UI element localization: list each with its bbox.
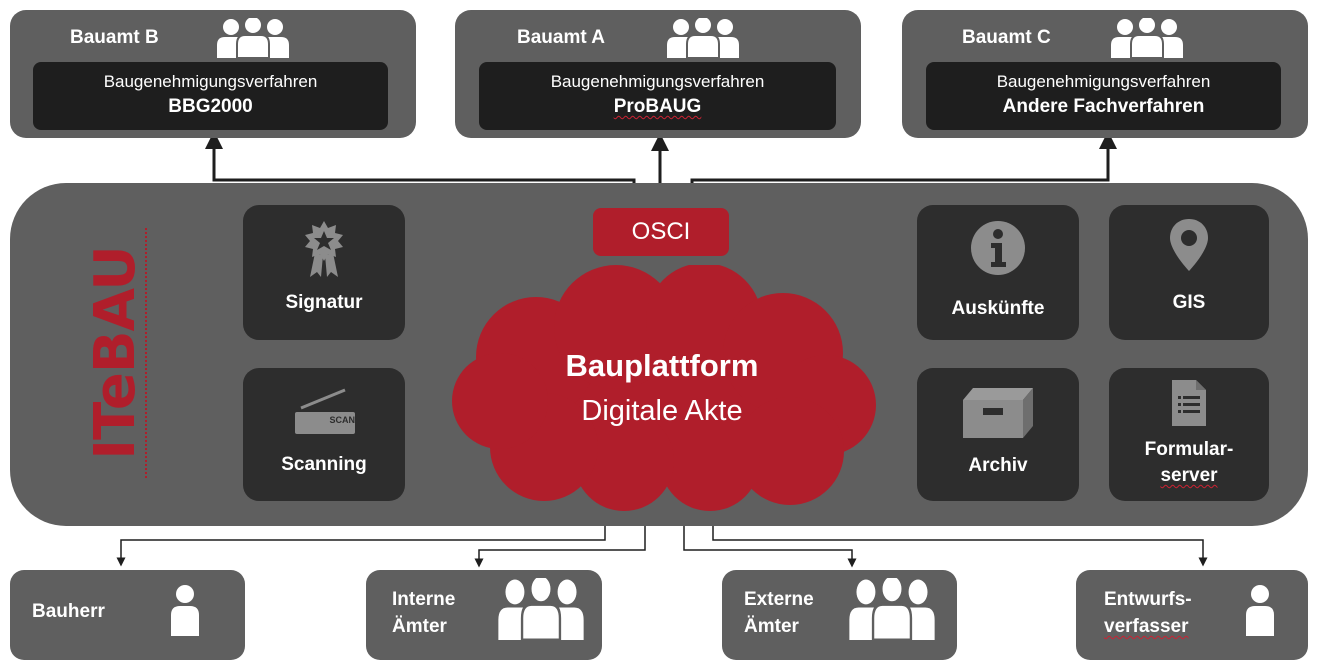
actor-interne-aemter: Interne Ämter <box>366 570 602 660</box>
actor-bauherr: Bauherr <box>10 570 245 660</box>
service-label: GIS <box>1172 292 1206 313</box>
actor-label-line1: Entwurfs- <box>1104 589 1192 610</box>
brand-logo: ITeBAU <box>83 226 148 480</box>
cloud-title: Bauplattform <box>565 348 759 383</box>
office-box-a: Bauamt A Baugenehmigungsverfahren ProBAU… <box>455 10 861 138</box>
document-icon <box>1172 380 1206 426</box>
service-gis[interactable]: GIS <box>1109 205 1269 340</box>
office-name: Bauamt B <box>70 27 159 48</box>
procedure-system: ProBAUG <box>613 96 702 117</box>
service-signatur[interactable]: Signatur <box>243 205 405 340</box>
procedure-label: Baugenehmigungsverfahren <box>550 72 765 91</box>
service-label-line1: Formular- <box>1144 439 1234 460</box>
service-label-line2: server <box>1160 465 1218 486</box>
service-label: Auskünfte <box>951 298 1045 319</box>
people-group-icon <box>496 578 586 640</box>
office-name: Bauamt A <box>517 27 605 48</box>
procedure-system: BBG2000 <box>168 96 253 117</box>
procedure-label: Baugenehmigungsverfahren <box>996 72 1211 91</box>
info-icon <box>971 221 1025 275</box>
award-icon <box>305 221 343 277</box>
person-icon <box>1244 584 1276 636</box>
osci-badge: OSCI <box>593 208 729 256</box>
procedure-panel: Baugenehmigungsverfahren Andere Fachverf… <box>926 62 1281 130</box>
cloud-subtitle: Digitale Akte <box>581 395 743 427</box>
service-scanning[interactable]: SCAN Scanning <box>243 368 405 501</box>
actor-label: Bauherr <box>32 601 105 622</box>
people-group-icon <box>1109 18 1185 58</box>
actor-label-line1: Externe <box>744 589 814 610</box>
archive-box-icon <box>963 388 1033 438</box>
people-group-icon <box>847 578 937 640</box>
service-auskuenfte[interactable]: Auskünfte <box>917 205 1079 340</box>
procedure-panel: Baugenehmigungsverfahren ProBAUG <box>479 62 836 130</box>
procedure-panel: Baugenehmigungsverfahren BBG2000 <box>33 62 388 130</box>
brand-underline <box>143 228 147 478</box>
map-pin-icon <box>1170 219 1208 271</box>
actor-externe-aemter: Externe Ämter <box>722 570 957 660</box>
office-box-b: Bauamt B Baugenehmigungsverfahren BBG200… <box>10 10 416 138</box>
actor-label-line2: Ämter <box>744 616 799 637</box>
actor-entwurfsverfasser: Entwurfs- verfasser <box>1076 570 1308 660</box>
scanner-icon-label: SCAN <box>329 415 355 425</box>
actor-label-line2: verfasser <box>1104 616 1189 637</box>
procedure-system: Andere Fachverfahren <box>1002 96 1205 117</box>
actor-label-line2: Ämter <box>392 616 447 637</box>
service-label: Signatur <box>285 292 363 313</box>
procedure-label: Baugenehmigungsverfahren <box>103 72 318 91</box>
office-box-c: Bauamt C Baugenehmigungsverfahren Andere… <box>902 10 1308 138</box>
office-name: Bauamt C <box>962 27 1051 48</box>
service-label: Scanning <box>281 454 367 475</box>
person-icon <box>169 584 201 636</box>
people-group-icon <box>215 18 291 58</box>
service-formularserver[interactable]: Formular- server <box>1109 368 1269 501</box>
service-archiv[interactable]: Archiv <box>917 368 1079 501</box>
people-group-icon <box>665 18 741 58</box>
service-label: Archiv <box>968 455 1028 476</box>
brand-text: ITeBAU <box>83 246 148 460</box>
actor-label-line1: Interne <box>392 589 456 610</box>
cloud-shape <box>452 265 876 511</box>
scanner-icon <box>295 388 355 434</box>
